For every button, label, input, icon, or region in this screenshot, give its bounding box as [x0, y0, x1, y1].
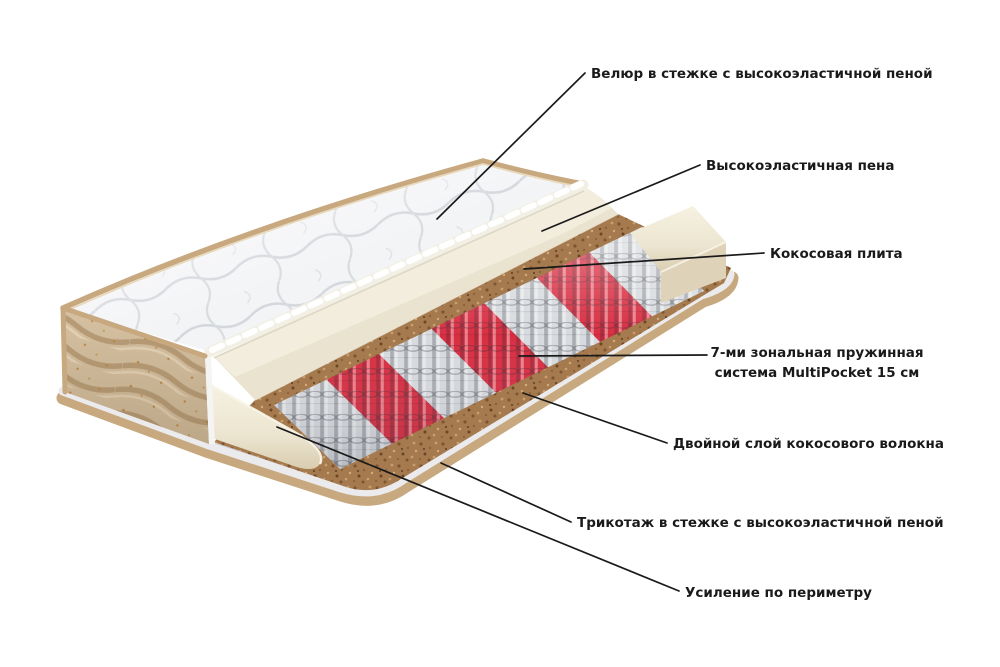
label-spring-system-line2: система MultiPocket 15 см [715, 365, 920, 381]
leader-line-velour [436, 72, 586, 220]
side-corner-piping [60, 305, 68, 395]
quilt-shading [63, 161, 583, 352]
quilt-border-tape [60, 158, 586, 311]
foam-layer-top-sheen [214, 186, 612, 377]
leader-line-coconut-board [523, 252, 765, 270]
leader-line-foam [541, 164, 701, 232]
label-spring-system-line1: 7-ми зональная пружинная [710, 345, 923, 361]
side-fabric-cut-edge [205, 356, 215, 444]
perimeter-foam-rail-top [630, 206, 726, 272]
label-double-coconut: Двойной слой кокосового волокна [673, 436, 944, 452]
block-edge-highlight [208, 382, 323, 465]
quilt-fluff-shadow [213, 190, 585, 359]
base-tape-edge [56, 271, 739, 506]
leader-line-double-coconut [522, 392, 668, 444]
label-perimeter: Усиление по периметру [685, 585, 872, 601]
leader-line-tricot [440, 462, 572, 523]
side-panel-shading [63, 308, 209, 444]
spring-shading [274, 227, 704, 469]
perimeter-foam-block [209, 384, 322, 469]
quilt-border-tape-highlight [65, 163, 582, 312]
quilt-fluff-clumps [209, 181, 584, 353]
label-tricot: Трикотаж в стежке с высокоэластичной пен… [577, 515, 944, 531]
leader-line-perimeter [276, 426, 680, 592]
side-top-piping [60, 305, 208, 359]
label-foam: Высокоэластичная пена [706, 158, 895, 174]
label-velour: Велюр в стежке с высокоэластичной пеной [591, 66, 933, 82]
leader-line-spring-system [518, 354, 708, 357]
label-spring-system: 7-ми зональная пружинная система MultiPoc… [710, 345, 923, 381]
label-coconut-board: Кокосовая плита [770, 246, 903, 262]
